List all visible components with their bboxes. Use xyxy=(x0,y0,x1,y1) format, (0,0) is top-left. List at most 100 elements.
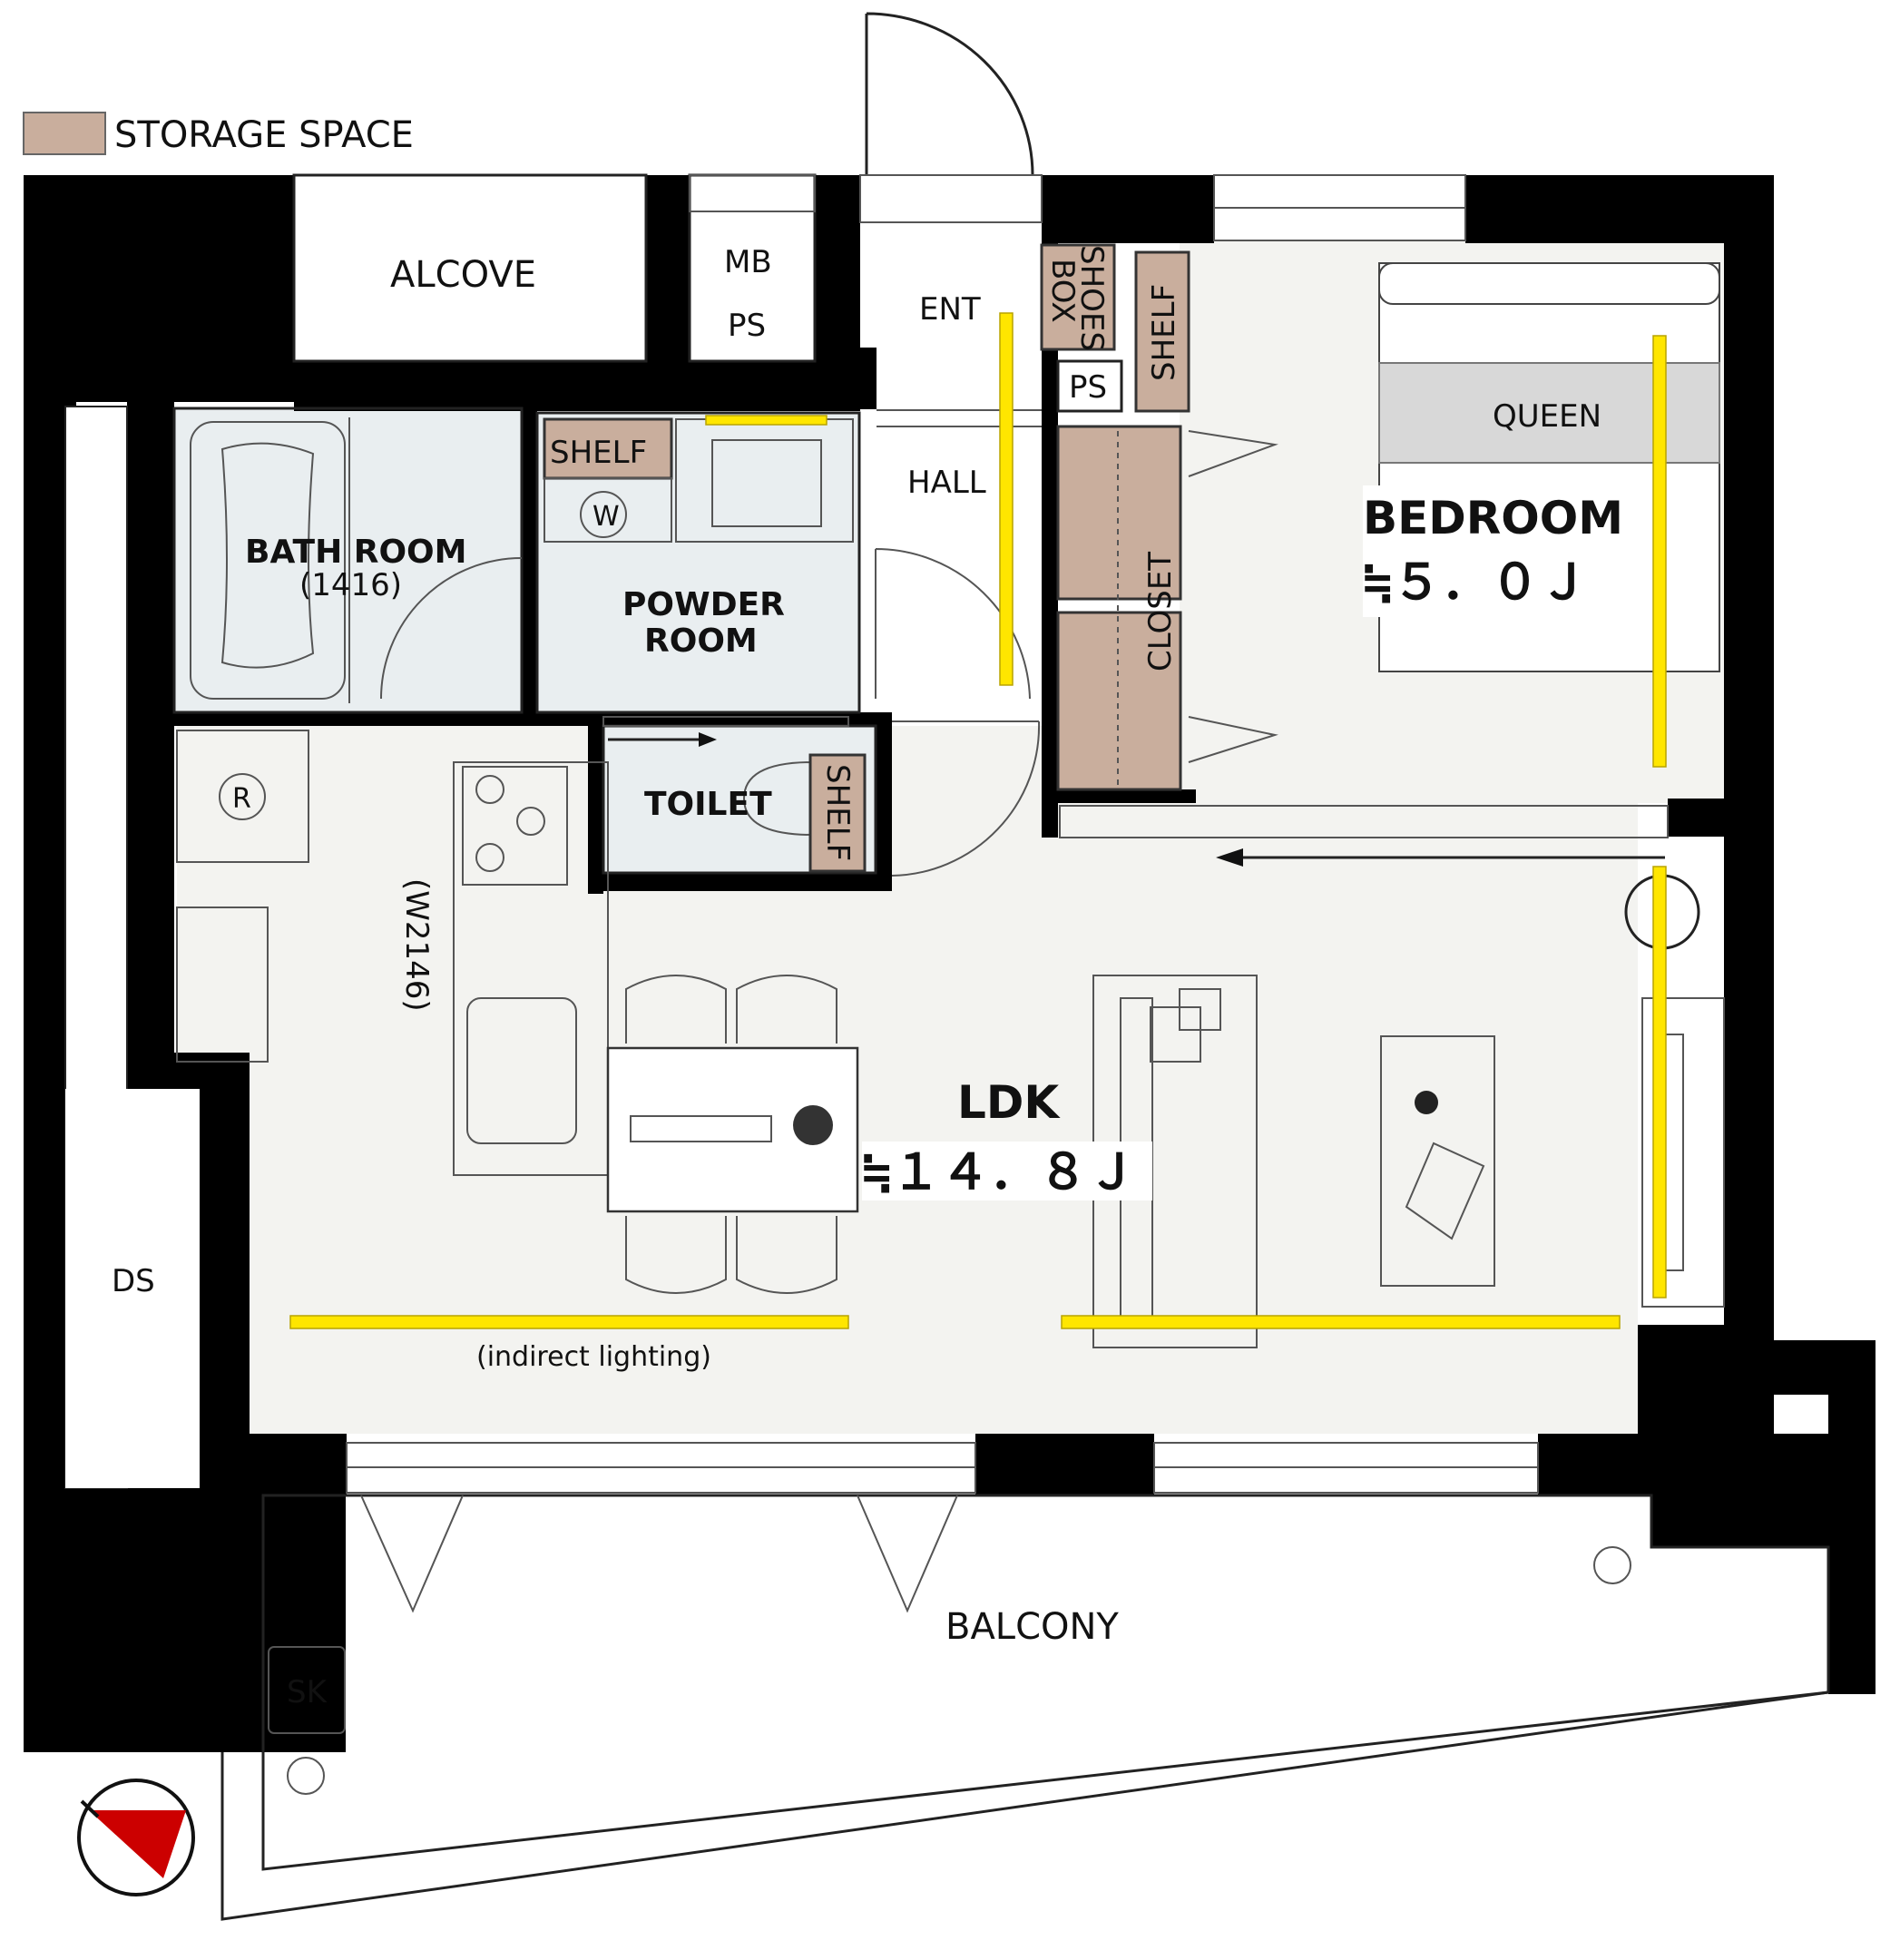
powder-room-label-1: POWDER xyxy=(622,586,785,623)
dining-chair-2 xyxy=(736,975,837,1044)
washer-circle xyxy=(580,491,627,538)
dining-chair-3 xyxy=(625,1216,727,1294)
bath-room-box xyxy=(172,407,524,714)
wall-ds-inner xyxy=(200,1143,250,1506)
bath-size-label: (1416) xyxy=(299,567,402,603)
bath-room: BATH ROOM (1416) xyxy=(172,407,524,714)
ent-label: ENT xyxy=(919,291,981,328)
toilet-door-arrowhead xyxy=(699,732,717,747)
wall-bath-powder xyxy=(522,408,537,717)
bed-headboard xyxy=(1378,262,1720,305)
powder-room-label-2: ROOM xyxy=(644,622,758,660)
ps-top-label: PS xyxy=(728,308,766,344)
compass-arrow-icon xyxy=(89,1810,186,1878)
shoes-box-label-1: SHOES xyxy=(1073,245,1110,351)
sk-box xyxy=(268,1646,346,1734)
wall-right-balcony xyxy=(1828,1340,1876,1694)
dining-chair-1 xyxy=(625,975,727,1044)
wall-left-inner xyxy=(127,402,174,1092)
dining-table xyxy=(606,1046,859,1213)
shelf-toilet-label: SHELF xyxy=(819,764,856,861)
powder-room-box xyxy=(535,411,861,714)
coffee-table xyxy=(1380,1035,1495,1287)
ldk-label-bg xyxy=(862,1142,1152,1200)
mbps-window xyxy=(689,174,816,212)
closet-folding-door-lower xyxy=(1188,716,1278,763)
wall-left-bottom xyxy=(24,1488,346,1752)
balcony-door-swing-1 xyxy=(360,1494,464,1613)
light-living-wall xyxy=(1652,866,1667,1298)
shelf-powder xyxy=(543,417,673,480)
ds-label: DS xyxy=(112,1263,155,1299)
toilet-bowl xyxy=(742,761,813,836)
wall-ent-right xyxy=(1042,175,1214,243)
light-bedroom-wall xyxy=(1652,335,1667,768)
closet: CLOSET xyxy=(1056,425,1278,791)
duct-space: DS xyxy=(64,406,200,1489)
closet-label: CLOSET xyxy=(1142,552,1179,671)
light-hall xyxy=(999,312,1014,686)
closet-upper xyxy=(1056,425,1182,601)
wall-right-outer xyxy=(1724,175,1774,1355)
wall-bottom-left-post xyxy=(250,1434,347,1495)
wall-top-alcove-right xyxy=(646,175,690,370)
ds-lower xyxy=(65,1089,200,1488)
ps-mid-label: PS xyxy=(1069,369,1107,406)
balcony-outline xyxy=(261,1494,1830,1871)
sk-label: SK xyxy=(287,1674,328,1710)
balcony-drain-right xyxy=(1593,1546,1631,1584)
fridge-symbol: R xyxy=(232,783,251,815)
wall-hall-left xyxy=(860,348,877,409)
shelf-toilet xyxy=(808,753,867,873)
kitchen-cabinet xyxy=(176,906,269,1063)
coffee-table-cup-icon xyxy=(1415,1091,1438,1114)
wall-bottom-mid-post xyxy=(975,1434,1154,1495)
wall-alcove-bottom xyxy=(294,361,860,411)
dining xyxy=(606,975,859,1294)
bathtub-inner xyxy=(220,442,315,669)
mb-label: MB xyxy=(724,244,772,280)
closet-folding-door-upper xyxy=(1188,430,1278,477)
bedroom-label: BEDROOM xyxy=(1363,492,1623,544)
indirect-lighting: (indirect lighting) xyxy=(289,312,1667,1373)
bath-floor xyxy=(174,408,522,715)
queen-label: QUEEN xyxy=(1493,398,1601,435)
shoes-box-label-2: BOX xyxy=(1044,259,1081,323)
bedroom-label-bg xyxy=(1363,485,1617,617)
light-living xyxy=(1061,1315,1621,1329)
bedroom-sliding-door xyxy=(1059,805,1669,838)
alcove-area: ALCOVE MB PS xyxy=(292,173,817,363)
walls xyxy=(24,175,1876,1752)
bathtub-outer xyxy=(190,421,346,700)
ldk-area: ≒１４．８Ｊ xyxy=(862,1143,1137,1200)
shelf-entrance-label: SHELF xyxy=(1146,284,1182,381)
legend-storage-label: STORAGE SPACE xyxy=(114,114,414,156)
burner-2 xyxy=(516,807,545,836)
balcony-door-swing-2 xyxy=(857,1494,958,1613)
fridge-circle xyxy=(219,773,266,820)
washer-box xyxy=(544,477,672,543)
living: LDK ≒１４．８Ｊ xyxy=(862,874,1725,1348)
coffee-table-book-icon xyxy=(1405,1142,1485,1240)
wall-top-left xyxy=(24,175,294,402)
cushion-2 xyxy=(1179,988,1221,1031)
bedroom-door-arrowhead xyxy=(1216,848,1243,867)
wall-bottom-right-post xyxy=(1538,1434,1651,1495)
hall-label: HALL xyxy=(907,465,986,501)
south-windows xyxy=(346,1442,1539,1494)
wall-top-right xyxy=(1465,175,1774,243)
entrance-door-swing xyxy=(865,12,1034,176)
vanity-basin xyxy=(711,439,822,527)
balcony-label: BALCONY xyxy=(945,1606,1119,1648)
toilet-sliding-door xyxy=(602,716,849,727)
bath-door-swing xyxy=(380,557,523,700)
light-dining xyxy=(289,1315,849,1329)
wall-toilet-left xyxy=(588,712,603,894)
dining-plant-icon xyxy=(793,1105,833,1145)
bath-room-label: BATH ROOM xyxy=(245,534,466,571)
kitchen: R (W2146) xyxy=(176,730,609,1176)
balcony: BALCONY SK xyxy=(220,1494,1830,1921)
toilet-room: SHELF TOILET xyxy=(602,716,877,875)
bedroom-area: ≒５．０Ｊ xyxy=(1363,554,1589,611)
compass xyxy=(77,1779,195,1896)
